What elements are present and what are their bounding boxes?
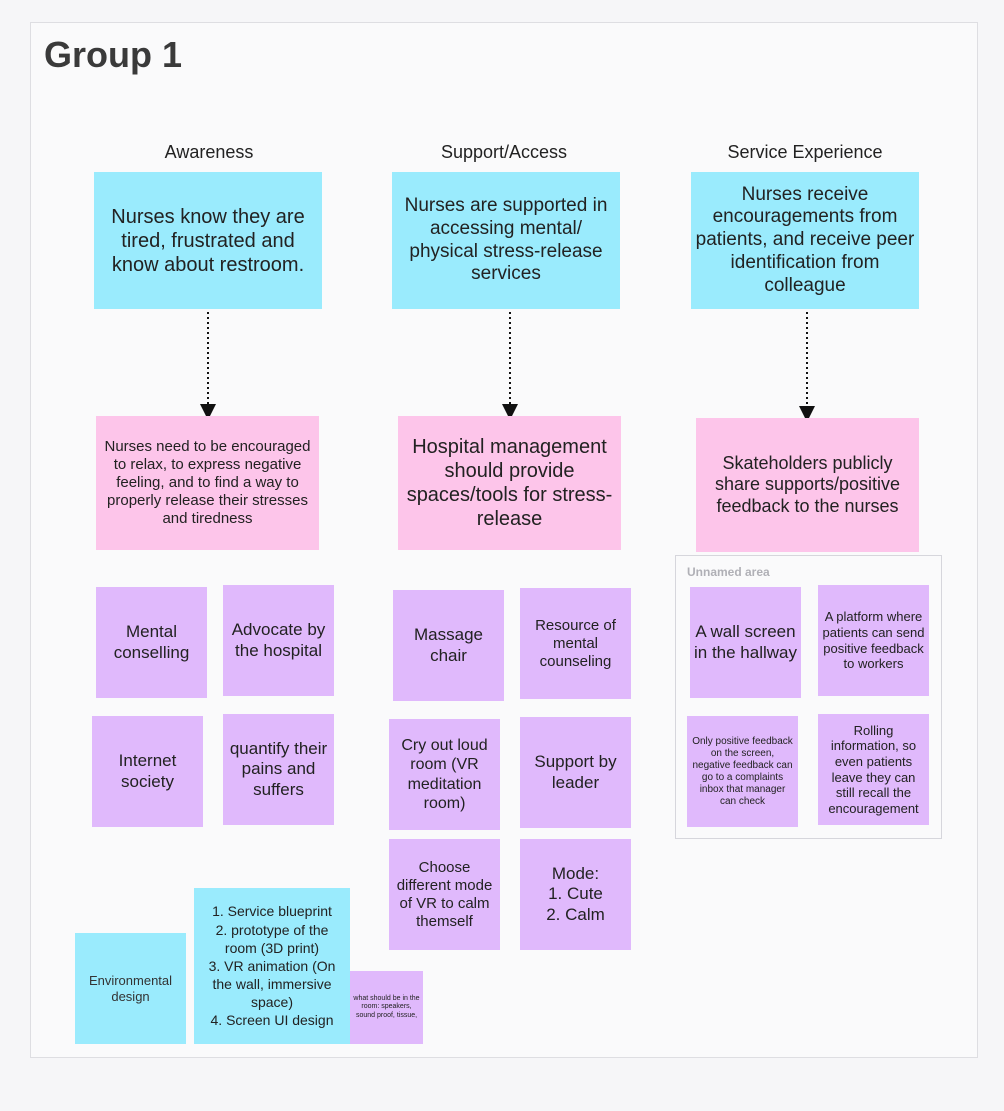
sticky-note-resource-counseling[interactable]: Resource of mental counseling (520, 588, 631, 699)
sticky-note-deliverables[interactable]: 1. Service blueprint 2. prototype of the… (194, 888, 350, 1044)
sticky-note-internet-society[interactable]: Internet society (92, 716, 203, 827)
sticky-note-choose-mode[interactable]: Choose different mode of VR to calm them… (389, 839, 500, 950)
sticky-note-platform[interactable]: A platform where patients can send posit… (818, 585, 929, 696)
sticky-note-mental-conselling[interactable]: Mental conselling (96, 587, 207, 698)
sticky-note-only-positive[interactable]: Only positive feedback on the screen, ne… (687, 716, 798, 827)
column-header-awareness: Awareness (164, 142, 254, 162)
board-title: Group 1 (44, 34, 183, 75)
column-header-support-access: Support/Access (440, 142, 568, 162)
sticky-note-rolling-information[interactable]: Rolling information, so even patients le… (818, 714, 929, 825)
sticky-note-need-support[interactable]: Hospital management should provide space… (398, 416, 621, 550)
sticky-note-quantify[interactable]: quantify their pains and suffers (223, 714, 334, 825)
sticky-note-need-service[interactable]: Skateholders publicly share supports/pos… (696, 418, 919, 552)
sticky-note-room-contents[interactable]: what should be in the room: speakers, so… (350, 971, 423, 1044)
sticky-note-cry-out-room[interactable]: Cry out loud room (VR meditation room) (389, 719, 500, 830)
sticky-note-environmental-design[interactable]: Environmental design (75, 933, 186, 1044)
sticky-note-wall-screen[interactable]: A wall screen in the hallway (690, 587, 801, 698)
sticky-note-goal-awareness[interactable]: Nurses know they are tired, frustrated a… (94, 172, 322, 309)
sticky-note-advocate[interactable]: Advocate by the hospital (223, 585, 334, 696)
sticky-note-need-awareness[interactable]: Nurses need to be encouraged to relax, t… (96, 416, 319, 550)
area-label: Unnamed area (687, 565, 770, 579)
sticky-note-goal-service[interactable]: Nurses receive encouragements from patie… (691, 172, 919, 309)
column-header-service-experience: Service Experience (727, 142, 883, 162)
sticky-note-mode[interactable]: Mode: 1. Cute 2. Calm (520, 839, 631, 950)
sticky-note-support-leader[interactable]: Support by leader (520, 717, 631, 828)
sticky-note-massage-chair[interactable]: Massage chair (393, 590, 504, 701)
sticky-note-goal-support[interactable]: Nurses are supported in accessing mental… (392, 172, 620, 309)
